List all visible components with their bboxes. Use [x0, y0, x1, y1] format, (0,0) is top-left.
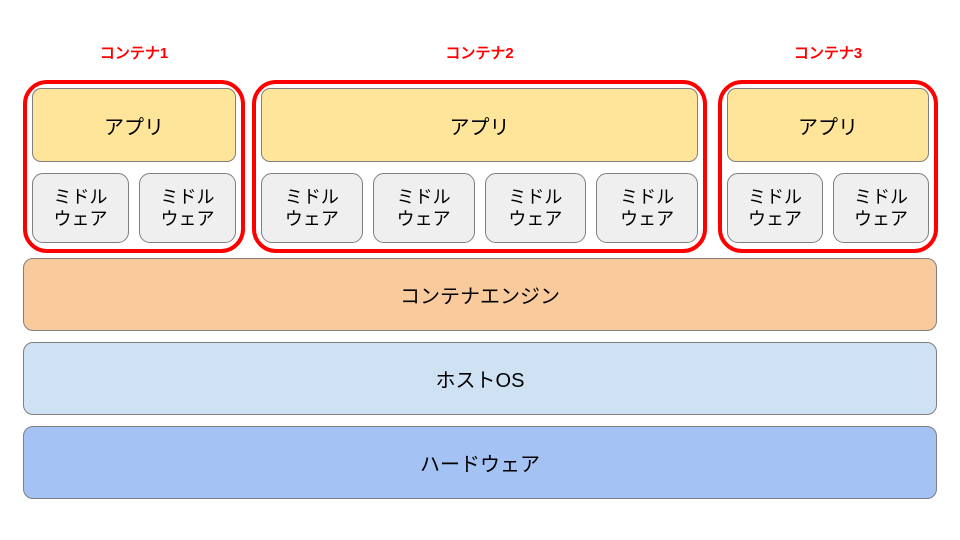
container3-middleware-row: ミドル ウェア ミドル ウェア [727, 173, 929, 243]
container3-label: コンテナ3 [793, 45, 863, 62]
container-engine-layer: コンテナエンジン [23, 258, 937, 331]
container1-app-box: アプリ [32, 88, 236, 162]
middleware-box: ミドル ウェア [484, 173, 587, 243]
middleware-box: ミドル ウェア [727, 173, 823, 243]
middleware-box: ミドル ウェア [596, 173, 698, 243]
container3-group: アプリ ミドル ウェア ミドル ウェア [718, 80, 938, 253]
container1-middleware-row: ミドル ウェア ミドル ウェア [32, 173, 236, 243]
container2-app-box: アプリ [261, 88, 698, 162]
container1-label: コンテナ1 [99, 45, 169, 62]
container2-group: アプリ ミドル ウェア ミドル ウェア ミドル ウェア ミドル ウェア [252, 80, 707, 253]
container2-middleware-row: ミドル ウェア ミドル ウェア ミドル ウェア ミドル ウェア [261, 173, 698, 243]
middleware-box: ミドル ウェア [833, 173, 929, 243]
hardware-layer: ハードウェア [23, 426, 937, 499]
middleware-box: ミドル ウェア [32, 173, 129, 243]
container1-group: アプリ ミドル ウェア ミドル ウェア [23, 80, 245, 253]
middleware-box: ミドル ウェア [261, 173, 363, 243]
middleware-box: ミドル ウェア [372, 173, 475, 243]
container2-label: コンテナ2 [445, 45, 514, 62]
container3-app-box: アプリ [727, 88, 929, 162]
middleware-box: ミドル ウェア [139, 173, 236, 243]
host-os-layer: ホストOS [23, 342, 937, 415]
